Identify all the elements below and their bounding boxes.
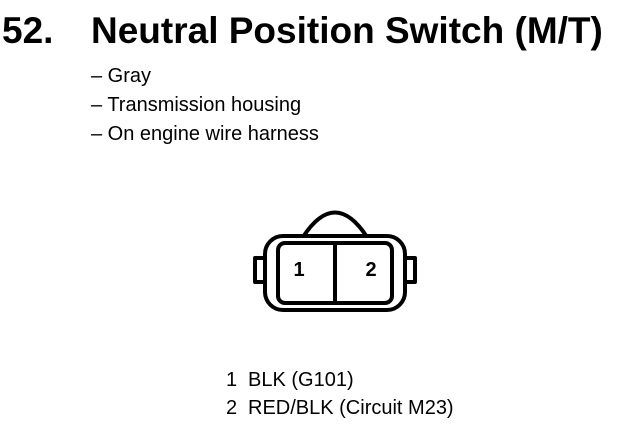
note-harness: – On engine wire harness xyxy=(91,123,319,145)
pin-label-2: 2 xyxy=(365,259,376,281)
pinout-pin-number: 2 xyxy=(226,397,238,419)
component-heading: 52. Neutral Position Switch (M/T) xyxy=(0,6,640,56)
connector-left-key xyxy=(253,256,267,284)
pin-label-1: 1 xyxy=(293,259,304,281)
pinout-row: 1 BLK (G101) xyxy=(226,366,454,394)
pinout-pin-number: 1 xyxy=(226,369,238,391)
connector-right-key xyxy=(403,256,417,284)
note-location: – Transmission housing xyxy=(91,94,302,116)
component-number: 52. xyxy=(2,10,54,51)
pinout-list: 1 BLK (G101) 2 RED/BLK (Circuit M23) xyxy=(226,366,454,422)
connector-lock-tab xyxy=(301,210,369,239)
pinout-row: 2 RED/BLK (Circuit M23) xyxy=(226,394,454,422)
component-notes: – Gray – Transmission housing – On engin… xyxy=(91,62,319,149)
component-title: Neutral Position Switch (M/T) xyxy=(91,10,603,51)
pinout-description: BLK (G101) xyxy=(248,369,354,391)
connector-diagram: 1 2 xyxy=(253,210,417,312)
note-color: – Gray xyxy=(91,65,152,87)
pinout-description: RED/BLK (Circuit M23) xyxy=(248,397,454,419)
